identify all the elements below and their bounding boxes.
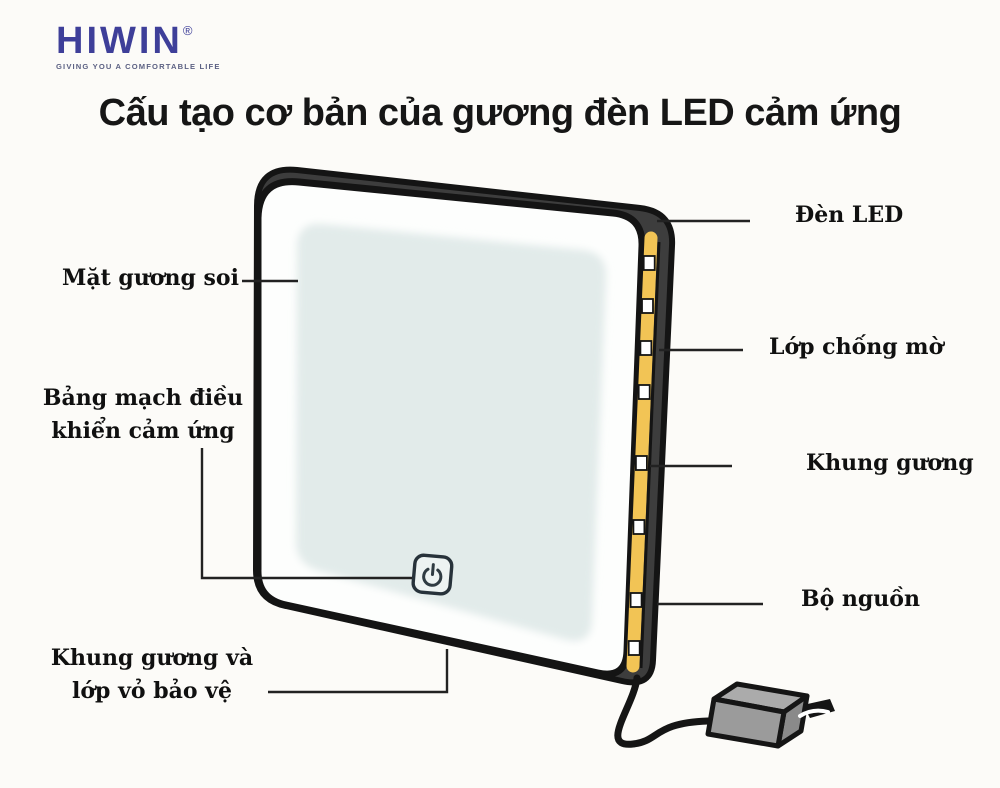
led-chip [637,384,651,400]
registered-mark: ® [182,23,193,38]
led-chip [629,592,643,608]
led-strip-divider [639,241,661,669]
power-icon [422,563,443,587]
callout-frame: Khung gương [806,450,974,476]
page-title: Cấu tạo cơ bản của gương đèn LED cảm ứng [98,92,902,134]
callout-mirror-face: Mặt gương soi [62,265,239,291]
brand-name: HIWIN [56,20,183,62]
led-chip [642,255,656,271]
led-chip [635,455,648,471]
callout-led: Đèn LED [795,202,904,228]
led-chip [641,298,654,314]
callout-frame-shell: Khung gương và lớp vỏ bảo vệ [46,642,258,708]
callout-power-supply: Bộ nguồn [801,586,920,612]
callout-antifog: Lớp chống mờ [769,334,944,360]
callout-touch-board-line2: khiển cảm ứng [51,418,235,444]
callout-frame-shell-line2: lớp vỏ bảo vệ [72,678,232,704]
leader-frame-shell [268,649,449,694]
led-chip [639,340,653,356]
brand-logo: HIWIN® GIVING YOU A COMFORTABLE LIFE [56,22,221,71]
power-adapter [705,681,835,749]
leader-touch-board [200,448,412,580]
adapter-plug-highlight [798,708,830,718]
led-chip [627,640,641,656]
touch-power-button [411,553,454,596]
adapter-front-face [705,696,787,749]
callout-touch-board-line1: Bảng mạch điều [42,385,244,411]
callout-touch-board: Bảng mạch điều khiển cảm ứng [40,382,246,448]
callout-frame-shell-line1: Khung gương và [50,645,254,671]
led-chip [632,519,646,535]
brand-tagline: GIVING YOU A COMFORTABLE LIFE [56,62,221,71]
power-cable [614,674,712,748]
mirror-glass-surface [295,223,607,641]
